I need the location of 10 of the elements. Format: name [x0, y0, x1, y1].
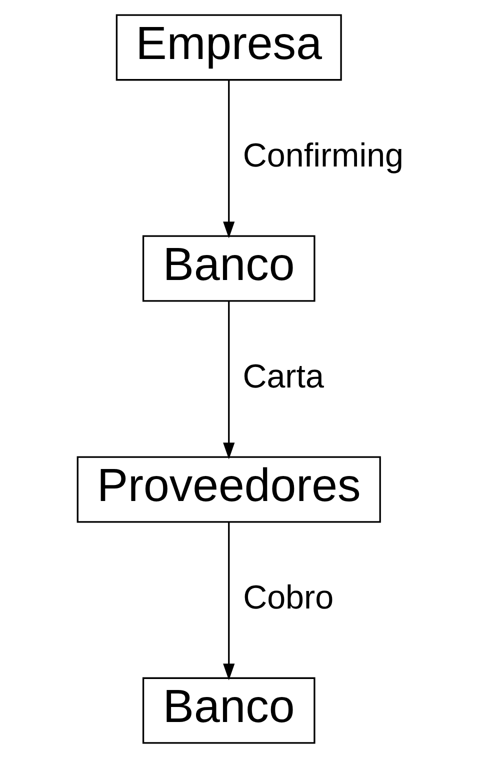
arrow: [222, 522, 234, 680]
node-box: Banco: [142, 677, 315, 744]
edge-label: Confirming: [242, 137, 404, 174]
edge-label: Cobro: [242, 579, 334, 616]
arrow: [222, 301, 234, 460]
node-box: Proveedores: [76, 456, 380, 523]
arrow: [222, 80, 234, 238]
edge-label: Carta: [242, 358, 324, 396]
node-box: Empresa: [115, 14, 342, 81]
node-box: Banco: [142, 235, 315, 302]
